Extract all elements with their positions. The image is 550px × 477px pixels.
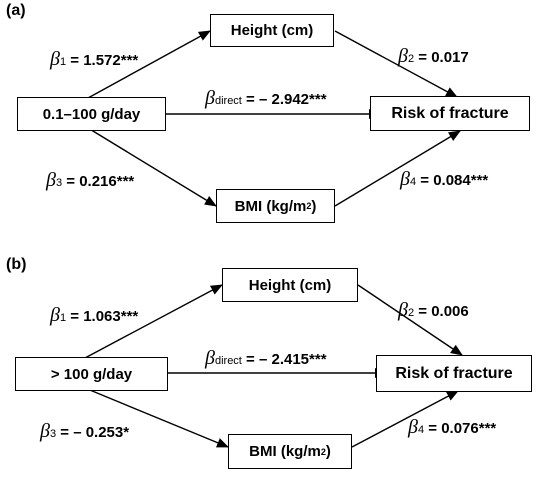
coef-value: = 0.017 (418, 49, 469, 66)
bmi-label: BMI (kg/m (249, 443, 321, 460)
beta-symbol: β (408, 416, 418, 438)
bmi-label-end: ) (325, 443, 331, 460)
beta-subscript: 1 (59, 312, 67, 324)
arrow-b1 (87, 30, 211, 99)
coef-b1: β1 = 1.572*** (50, 48, 138, 71)
coef-b1: β1 = 1.063*** (50, 304, 138, 327)
coef-direct: βdirect = – 2.942*** (205, 87, 327, 110)
exposure-box: > 100 g/day (15, 357, 168, 391)
coef-direct: βdirect = – 2.415*** (205, 347, 327, 370)
arrow-b3 (84, 387, 229, 448)
bmi-label: BMI (kg/m (234, 197, 307, 215)
arrow-b2 (357, 284, 463, 356)
beta-symbol: β (50, 48, 60, 70)
beta-subscript: direct (214, 95, 242, 107)
beta-subscript: direct (214, 355, 242, 367)
height-box: Height (cm) (222, 268, 358, 302)
exposure-box: 0.1–100 g/day (17, 97, 166, 131)
coef-b4: β4 = 0.076*** (408, 416, 496, 439)
beta-symbol: β (400, 168, 410, 190)
coef-value: = 0.216*** (66, 173, 135, 190)
coef-value: = 0.076*** (428, 420, 497, 437)
path-arrows (84, 284, 463, 448)
arrow-b3 (87, 127, 217, 207)
outcome-box: Risk of fracture (376, 355, 532, 392)
beta-subscript: 2 (407, 53, 415, 65)
beta-subscript: 4 (409, 176, 417, 188)
beta-subscript: 3 (55, 177, 63, 189)
arrow-b4 (351, 390, 459, 448)
arrow-b2 (334, 30, 458, 98)
outcome-box: Risk of fracture (370, 96, 530, 131)
height-box: Height (cm) (210, 14, 334, 47)
coef-value: = 0.006 (418, 303, 469, 320)
coef-value: = 1.063*** (70, 308, 139, 325)
coef-value: = – 2.415*** (246, 351, 327, 368)
beta-symbol: β (398, 299, 408, 321)
beta-subscript: 3 (49, 428, 57, 440)
coef-value: = 1.572*** (70, 52, 139, 69)
coef-b4: β4 = 0.084*** (400, 168, 488, 191)
coef-b2: β2 = 0.006 (398, 299, 469, 322)
coef-b2: β2 = 0.017 (398, 45, 469, 68)
coef-value: = 0.084*** (420, 172, 489, 189)
bmi-unit-exponent: 2 (306, 201, 312, 211)
beta-symbol: β (46, 169, 56, 191)
bmi-unit-exponent: 2 (320, 446, 326, 457)
beta-subscript: 4 (417, 424, 425, 436)
beta-symbol: β (40, 420, 50, 442)
coef-b3: β3 = 0.216*** (46, 169, 134, 192)
panel-label: (b) (6, 256, 27, 273)
panel-label: (a) (6, 2, 26, 19)
path-arrows (87, 30, 461, 207)
beta-symbol: β (50, 304, 60, 326)
coef-value: = – 0.253* (60, 424, 130, 441)
beta-subscript: 2 (407, 307, 415, 319)
coef-b3: β3 = – 0.253* (40, 420, 129, 443)
beta-symbol: β (205, 87, 215, 109)
coef-value: = – 2.942*** (246, 91, 327, 108)
beta-subscript: 1 (59, 56, 67, 68)
beta-symbol: β (205, 347, 215, 369)
arrow-b4 (334, 130, 461, 207)
beta-symbol: β (398, 45, 408, 67)
bmi-label-end: ) (311, 197, 317, 215)
arrow-b1 (84, 284, 223, 359)
